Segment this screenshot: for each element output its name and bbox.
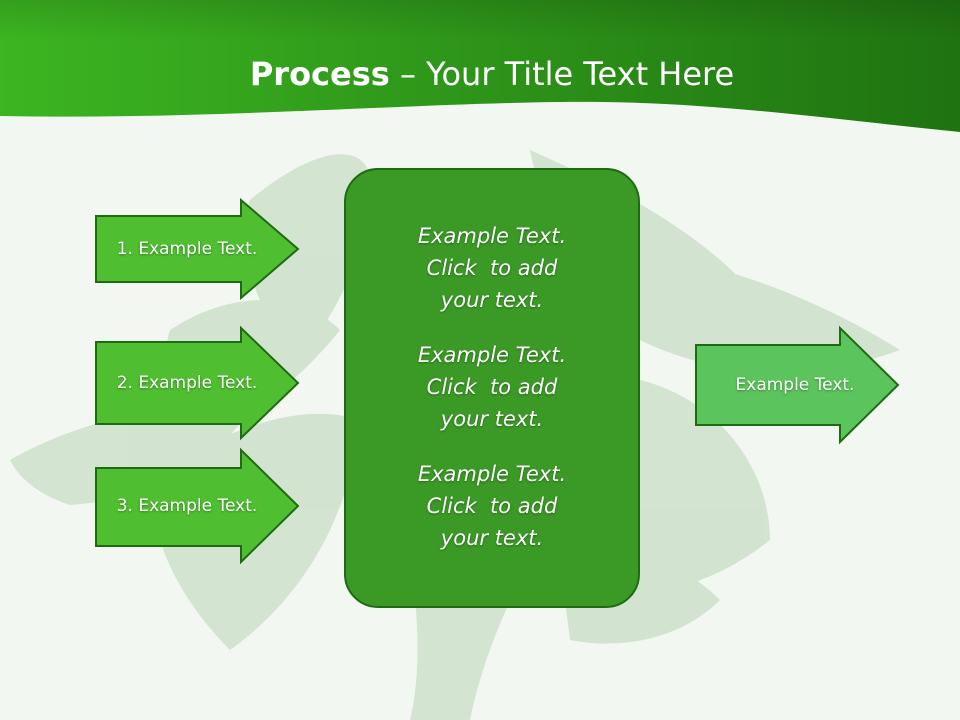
left-arrow-2[interactable]: 2. Example Text. xyxy=(95,325,300,441)
center-line: Example Text. xyxy=(417,342,567,367)
left-arrow-label-3: 3. Example Text. xyxy=(116,496,258,516)
left-arrow-label-2: 2. Example Text. xyxy=(116,373,258,393)
left-arrow-label-1: 1. Example Text. xyxy=(116,239,258,259)
center-line: Example Text. xyxy=(417,461,567,486)
left-arrow-1[interactable]: 1. Example Text. xyxy=(95,197,300,301)
right-arrow-label: Example Text. xyxy=(735,375,855,395)
center-line: your text. xyxy=(440,406,544,431)
slide-title: Process – Your Title Text Here xyxy=(0,52,960,96)
center-paragraph-1: Example Text. Click to add your text. xyxy=(418,220,566,316)
arrow-shape-1 xyxy=(95,197,300,301)
center-line: Click to add xyxy=(426,493,558,518)
center-paragraph-3: Example Text. Click to add your text. xyxy=(418,458,566,554)
center-text-box[interactable]: Example Text. Click to add your text. Ex… xyxy=(344,168,640,608)
center-line: Example Text. xyxy=(417,223,567,248)
center-line: Click to add xyxy=(426,255,558,280)
arrow-shape-2 xyxy=(95,325,300,441)
title-bold: Process xyxy=(249,55,390,93)
center-line: your text. xyxy=(440,287,544,312)
center-line: Click to add xyxy=(426,374,558,399)
right-arrow[interactable]: Example Text. xyxy=(695,325,900,445)
title-rest: – Your Title Text Here xyxy=(389,55,735,93)
center-line: your text. xyxy=(440,525,544,550)
left-arrow-3[interactable]: 3. Example Text. xyxy=(95,447,300,565)
center-paragraph-2: Example Text. Click to add your text. xyxy=(418,339,566,435)
right-arrow-shape xyxy=(695,325,900,445)
arrow-shape-3 xyxy=(95,447,300,565)
